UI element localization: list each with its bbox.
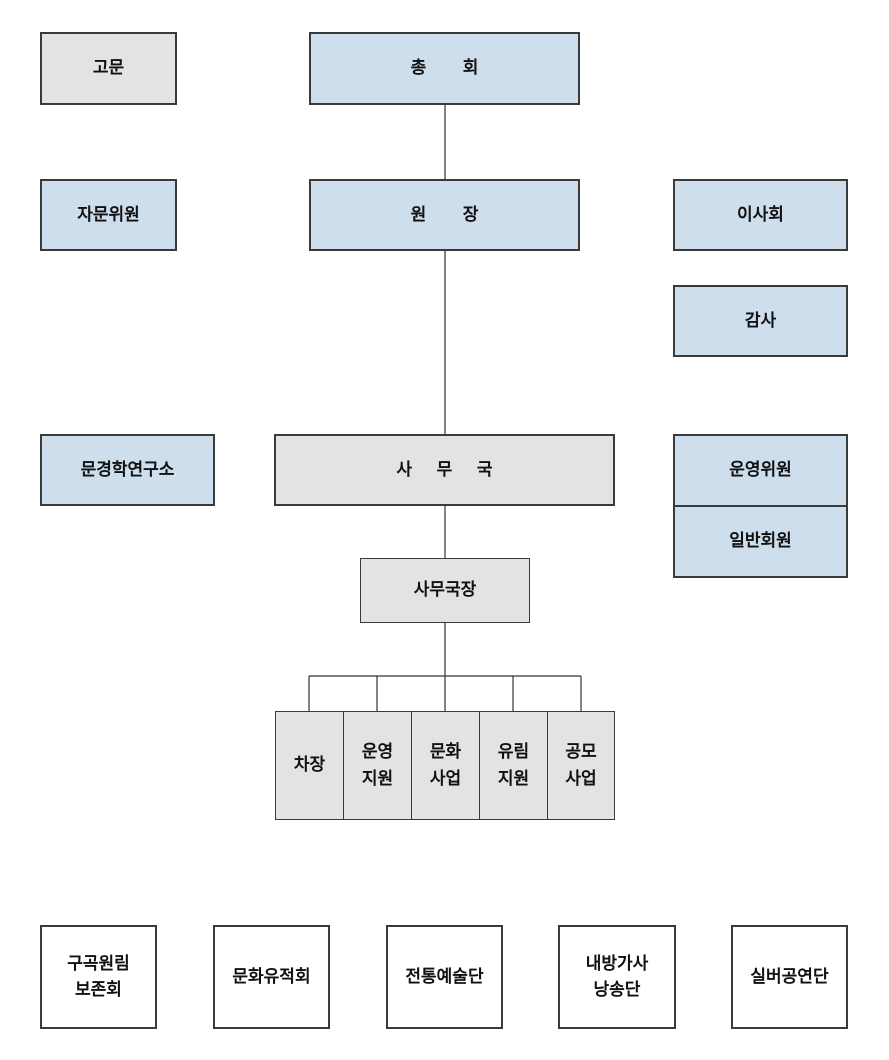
department-public-contest-node: 공모 사업 [547,711,615,820]
department-culture-projects-node: 문화 사업 [411,711,480,820]
affiliate-cultural-heritage-node: 문화유적회 [213,925,330,1029]
general-members-node: 일반회원 [673,505,848,578]
director-node: 원 장 [309,179,580,251]
department-confucian-support-node: 유림 지원 [479,711,548,820]
secretary-general-node: 사무국장 [360,558,530,623]
institute-node: 문경학연구소 [40,434,215,506]
operating-committee-node: 운영위원 [673,434,848,507]
advisor-node: 고문 [40,32,177,105]
department-deputy-node: 차장 [275,711,344,820]
department-operations-support-node: 운영 지원 [343,711,412,820]
general-assembly-node: 총 회 [309,32,580,105]
affiliate-gasa-recital-node: 내방가사 낭송단 [558,925,676,1029]
auditor-node: 감사 [673,285,848,357]
board-node: 이사회 [673,179,848,251]
affiliate-gugok-garden-node: 구곡원림 보존회 [40,925,157,1029]
advisory-committee-node: 자문위원 [40,179,177,251]
affiliate-silver-performance-node: 실버공연단 [731,925,848,1029]
secretariat-node: 사 무 국 [274,434,615,506]
affiliate-traditional-arts-node: 전통예술단 [386,925,503,1029]
